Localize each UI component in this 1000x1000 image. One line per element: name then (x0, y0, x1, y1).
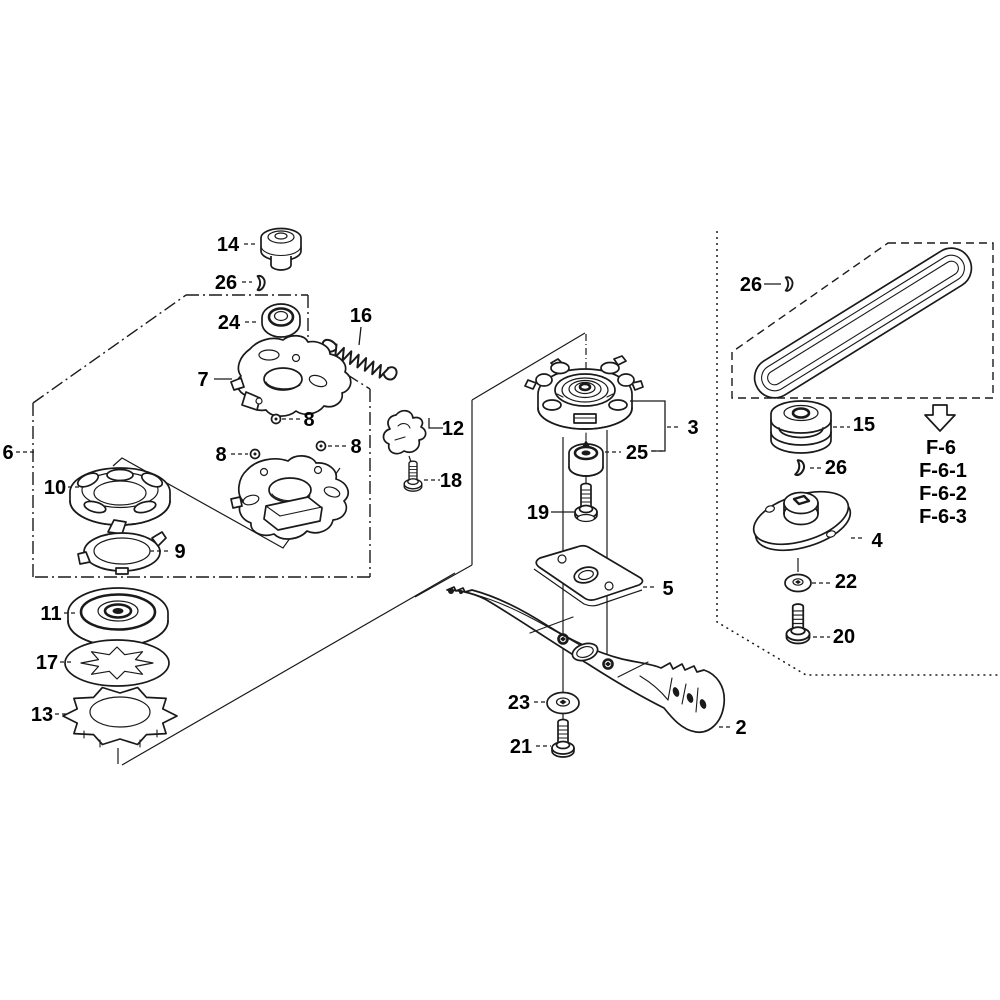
drive-belt (753, 247, 973, 399)
part-22-washer (784, 573, 812, 593)
section-label-f6-1: F-6-1 (919, 460, 967, 482)
section-label-f6: F-6 (926, 437, 956, 459)
part-7-plate (230, 334, 352, 417)
callout-5: 5 (662, 578, 673, 600)
part-13-gear-ring (62, 686, 178, 748)
callout-25: 25 (626, 442, 648, 464)
callout-18: 18 (440, 470, 462, 492)
callout-26a: 26 (215, 272, 237, 294)
part-17-lock-washer (64, 639, 170, 687)
callout-26b: 26 (740, 274, 762, 296)
lower-bracket-plate (230, 455, 349, 540)
callout-8c: 8 (215, 444, 226, 466)
part-26c-key (794, 459, 807, 478)
part-24-bearing (261, 303, 301, 338)
callout-24: 24 (218, 312, 241, 334)
callout-21: 21 (510, 736, 532, 758)
callout-11: 11 (40, 603, 61, 625)
callout-3: 3 (687, 417, 698, 439)
down-arrow-icon (924, 404, 956, 432)
callout-6: 6 (2, 442, 13, 464)
part-25-bearing (568, 432, 604, 477)
callout-26c: 26 (825, 457, 847, 479)
callout-23: 23 (508, 692, 530, 714)
callout-12: 12 (442, 418, 464, 440)
part-23-washer (546, 691, 580, 715)
section-reference: F-6 F-6-1 F-6-2 F-6-3 (919, 404, 967, 528)
part-19-bolt (574, 482, 598, 523)
callout-13: 13 (31, 704, 53, 726)
callout-4: 4 (871, 530, 883, 552)
part-18-bolt (403, 460, 423, 492)
leader-lines (16, 243, 865, 747)
callout-20: 20 (833, 626, 855, 648)
part-10-ring (69, 467, 171, 526)
part-11-pulley (67, 587, 169, 647)
part-26a-key (256, 274, 266, 292)
part-12-clamp (382, 409, 427, 455)
right-section-boundary (716, 231, 999, 676)
part-14-cap (260, 227, 302, 271)
part-20-bolt (785, 603, 811, 645)
callout-17: 17 (36, 652, 58, 674)
part-5-plate (533, 544, 644, 607)
part-15-pulley (770, 400, 832, 454)
section-label-f6-2: F-6-2 (919, 483, 967, 505)
part-8a-screw (270, 413, 282, 425)
part-2-blade (446, 586, 726, 733)
callout-9: 9 (174, 541, 185, 563)
part-9-retainer (77, 519, 167, 575)
callout-8a: 8 (303, 409, 314, 431)
part-3-housing (524, 355, 644, 430)
callout-14: 14 (217, 234, 240, 256)
part-21-bolt (551, 718, 575, 758)
callout-16: 16 (350, 305, 372, 327)
part-8c-screw (249, 448, 261, 460)
part-26b-key (784, 276, 794, 292)
belt-dashed-box (731, 242, 994, 399)
callout-7: 7 (197, 369, 208, 391)
callout-22: 22 (835, 571, 857, 593)
callout-19: 19 (527, 502, 549, 524)
left-assembly-boundary (32, 294, 371, 578)
callout-10: 10 (44, 477, 66, 499)
part-4-blade-holder (752, 490, 852, 552)
callout-8b: 8 (350, 436, 361, 458)
callout-2: 2 (735, 717, 746, 739)
section-label-f6-3: F-6-3 (919, 506, 967, 528)
callout-15: 15 (853, 414, 875, 436)
part-8b-screw (315, 440, 327, 452)
